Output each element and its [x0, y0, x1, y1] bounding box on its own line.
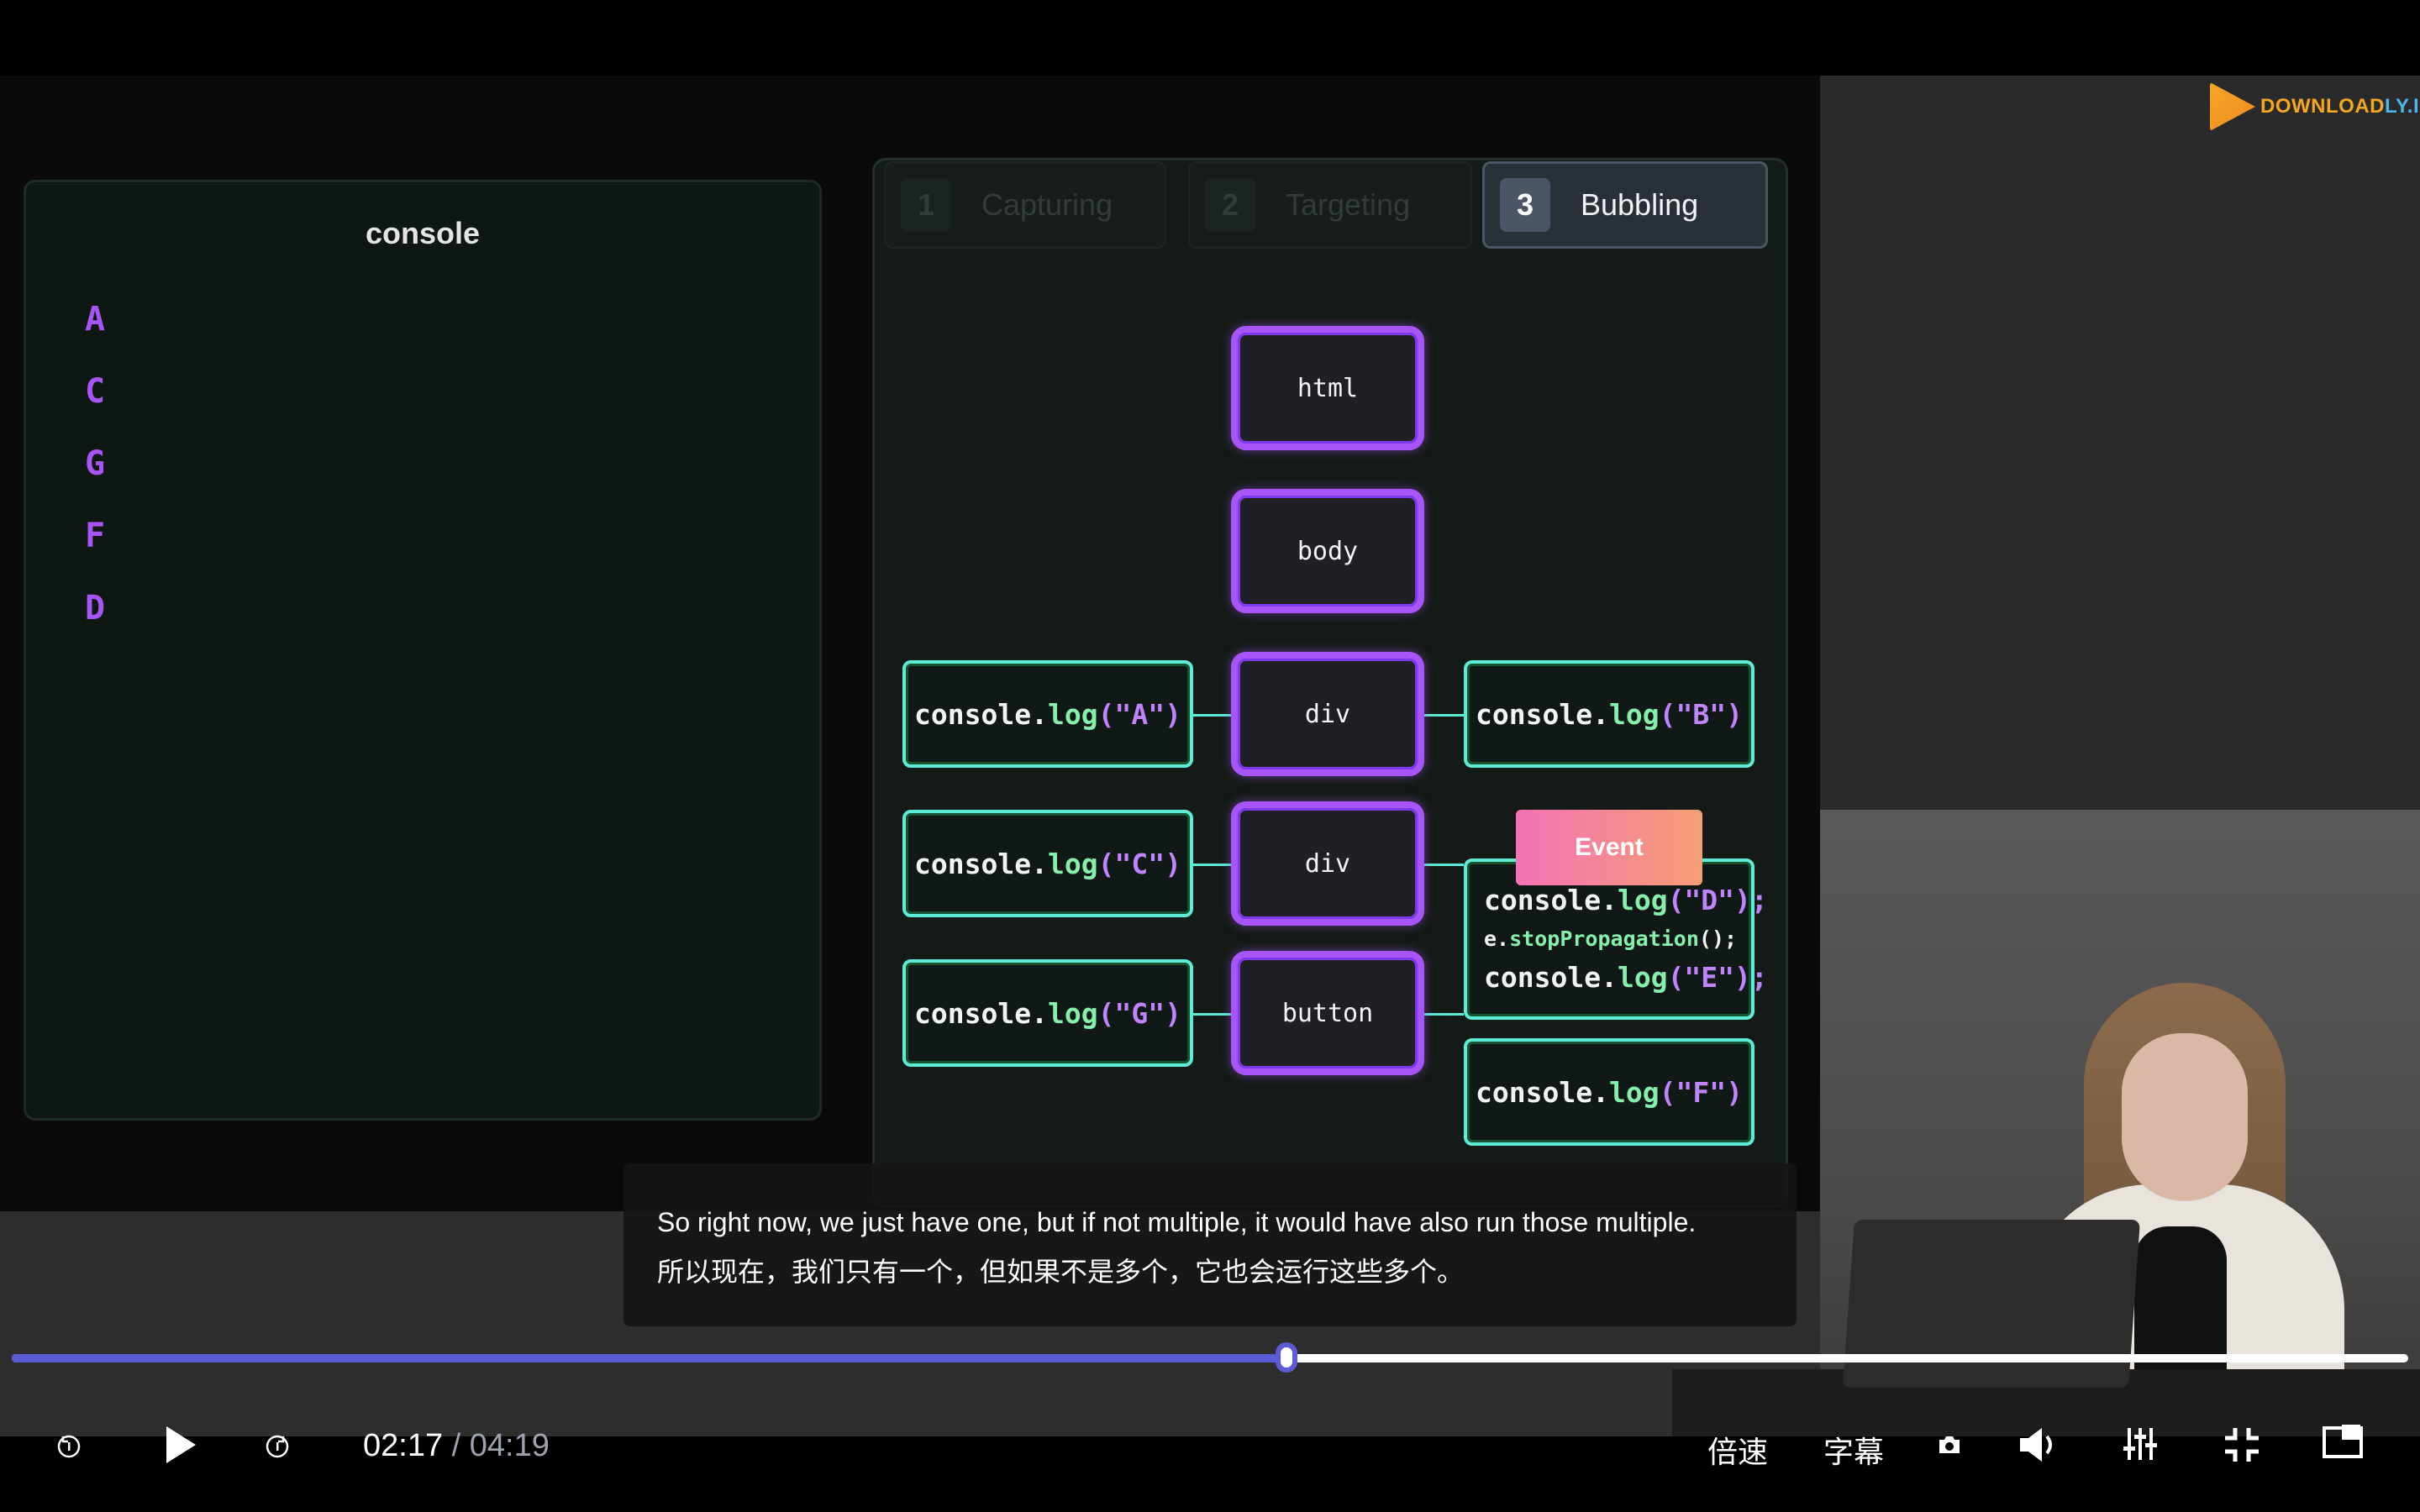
console-line: F: [85, 517, 106, 555]
exit-fullscreen-icon[interactable]: [2222, 1425, 2262, 1465]
phase-tab-capturing: 1 Capturing: [884, 161, 1166, 249]
dom-node-div-outer: div: [1231, 652, 1424, 776]
connector-line: [1193, 864, 1234, 866]
phase-number: 3: [1500, 178, 1550, 232]
handler-log-g: console.log("G"): [902, 959, 1193, 1067]
handler-log-a: console.log("A"): [902, 660, 1193, 768]
phase-number: 2: [1205, 178, 1255, 232]
time-separator: /: [451, 1428, 461, 1463]
event-badge: Event: [1516, 810, 1702, 885]
total-time: 04:19: [469, 1428, 550, 1463]
phase-number: 1: [901, 178, 951, 232]
progress-played: [12, 1354, 1287, 1362]
settings-sliders-icon[interactable]: [2121, 1425, 2160, 1463]
handler-log-b: console.log("B"): [1464, 660, 1754, 768]
slide: console A C G F D 1 Capturing 2 Targetin…: [0, 76, 1820, 1211]
console-panel: console A C G F D: [24, 180, 822, 1121]
handler-log-f: console.log("F"): [1464, 1038, 1754, 1146]
play-logo-icon: [2210, 82, 2255, 131]
console-output: A C G F D: [85, 283, 105, 644]
console-line: A: [85, 300, 106, 339]
connector-line: [1193, 714, 1234, 717]
handler-log-d-stop-e: console.log("D"); e.stopPropagation(); c…: [1464, 858, 1768, 1020]
console-line: G: [85, 444, 106, 483]
play-button[interactable]: [160, 1421, 202, 1468]
subtitles-button[interactable]: 字幕: [1823, 1436, 1885, 1470]
connector-line: [1423, 1013, 1464, 1016]
phase-label: Targeting: [1286, 187, 1411, 222]
phase-label: Bubbling: [1581, 187, 1699, 222]
connector-line: [1423, 864, 1464, 866]
console-title: console: [365, 216, 481, 250]
dom-node-button: button: [1231, 951, 1424, 1075]
handler-log-c: console.log("C"): [902, 810, 1193, 917]
speaker-face: [2122, 1033, 2248, 1201]
rewind-icon[interactable]: [50, 1428, 87, 1465]
code-line: console.log("D");: [1484, 884, 1768, 916]
dom-node-html: html: [1231, 326, 1424, 450]
current-time: 02:17: [363, 1428, 444, 1463]
console-line: C: [85, 372, 106, 411]
subtitle-chinese: 所以现在，我们只有一个，但如果不是多个，它也会运行这些多个。: [657, 1256, 1465, 1288]
console-line: D: [85, 589, 106, 627]
watermark-logo: DOWNLOADLY.IR: [2210, 82, 2420, 131]
laptop: [1843, 1220, 2140, 1388]
phase-tab-bubbling: 3 Bubbling: [1482, 161, 1768, 249]
connector-line: [1423, 714, 1464, 717]
subtitle-english: So right now, we just have one, but if n…: [657, 1207, 1697, 1237]
dom-node-body: body: [1231, 489, 1424, 613]
code-line: console.log("E");: [1484, 961, 1768, 994]
volume-icon[interactable]: [2017, 1425, 2062, 1465]
dom-node-div-inner: div: [1231, 801, 1424, 926]
phase-label: Capturing: [981, 187, 1113, 222]
subtitle-box: So right now, we just have one, but if n…: [623, 1163, 1797, 1326]
watermark-text: DOWNLOADLY.IR: [2260, 95, 2420, 118]
speed-button[interactable]: 倍速: [1707, 1436, 1769, 1470]
time-display: 02:17 / 04:19: [363, 1428, 550, 1464]
picture-in-picture-icon[interactable]: [2321, 1421, 2365, 1462]
camera-icon[interactable]: [1933, 1428, 1966, 1462]
progress-handle[interactable]: [1276, 1342, 1298, 1373]
code-line: e.stopPropagation();: [1484, 927, 1738, 951]
connector-line: [1193, 1013, 1234, 1016]
forward-icon[interactable]: [259, 1428, 296, 1465]
phase-tab-targeting: 2 Targeting: [1188, 161, 1472, 249]
video-frame[interactable]: console A C G F D 1 Capturing 2 Targetin…: [0, 76, 2420, 1436]
